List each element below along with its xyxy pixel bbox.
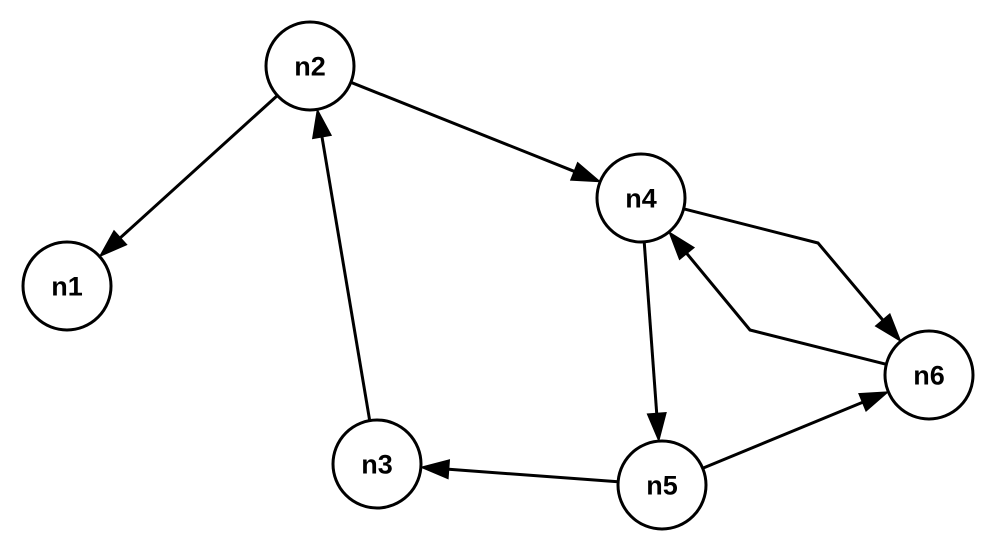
- edge-n3-n2: [320, 136, 372, 421]
- node-label-n5: n5: [646, 471, 678, 501]
- edge-n2-n1: [119, 94, 279, 239]
- arrowhead-n4-n5: [646, 411, 667, 443]
- arrowhead-n5-n6: [858, 391, 890, 413]
- node-label-n1: n1: [51, 272, 83, 302]
- arrowhead-n3-n2: [311, 107, 333, 140]
- edge-n2-n4: [350, 80, 575, 173]
- arrowhead-n6-n4: [668, 230, 696, 261]
- arrowhead-n5-n3: [419, 459, 451, 480]
- node-n6: [883, 329, 975, 421]
- arrowhead-n4-n6: [874, 312, 902, 343]
- node-n3: [331, 418, 423, 510]
- node-label-n3: n3: [361, 450, 393, 480]
- node-label-n4: n4: [625, 184, 657, 214]
- arrowhead-n2-n1: [98, 229, 128, 258]
- node-n1: [21, 240, 113, 332]
- edge-n6-n4: [685, 252, 887, 366]
- edge-n4-n6: [683, 207, 884, 321]
- edge-n4-n5: [642, 241, 659, 414]
- edge-n5-n3: [448, 467, 619, 484]
- node-label-n2: n2: [294, 52, 326, 82]
- node-label-n6: n6: [913, 361, 945, 391]
- node-n2: [264, 20, 356, 112]
- arrowhead-n2-n4: [569, 161, 602, 183]
- edge-n5-n6: [702, 401, 863, 470]
- node-n5: [616, 439, 708, 531]
- node-n4: [595, 152, 687, 244]
